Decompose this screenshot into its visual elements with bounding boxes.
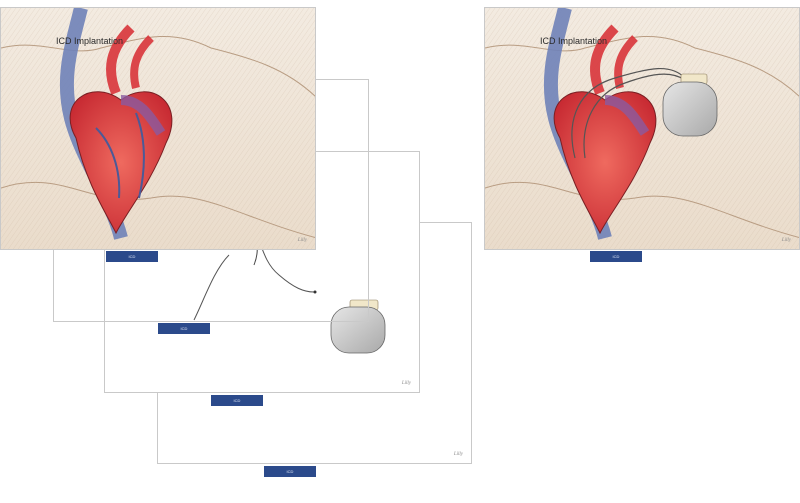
signature-text: Lilly [453, 452, 463, 457]
chest-illustration [1, 8, 315, 249]
anatomy-slide-1: ICD Implantation Lilly [0, 7, 316, 250]
tab-final[interactable]: ICD [590, 251, 642, 262]
slide-title: ICD Implantation [56, 36, 124, 46]
tab-slide-3[interactable]: ICD [211, 395, 263, 406]
tab-slide-1[interactable]: ICD [106, 251, 158, 262]
slide-title: ICD Implantation [540, 36, 608, 46]
device-layer [330, 299, 386, 354]
lead-wire [193, 254, 230, 321]
final-slide: ICD Implantation Lilly [484, 7, 800, 250]
tab-slide-2[interactable]: ICD [158, 323, 210, 334]
heart-icon [69, 91, 173, 235]
heart-icon [553, 91, 657, 235]
signature-text: Lilly [781, 238, 791, 243]
signature-text: Lilly [297, 238, 307, 243]
icd-device-icon [330, 299, 386, 354]
final-chest-illustration [485, 8, 799, 249]
signature-text: Lilly [401, 381, 411, 386]
lead-wire [583, 73, 686, 159]
icd-device-icon [662, 73, 718, 137]
lead-wire [571, 67, 686, 159]
tab-slide-4[interactable]: ICD [264, 466, 316, 477]
